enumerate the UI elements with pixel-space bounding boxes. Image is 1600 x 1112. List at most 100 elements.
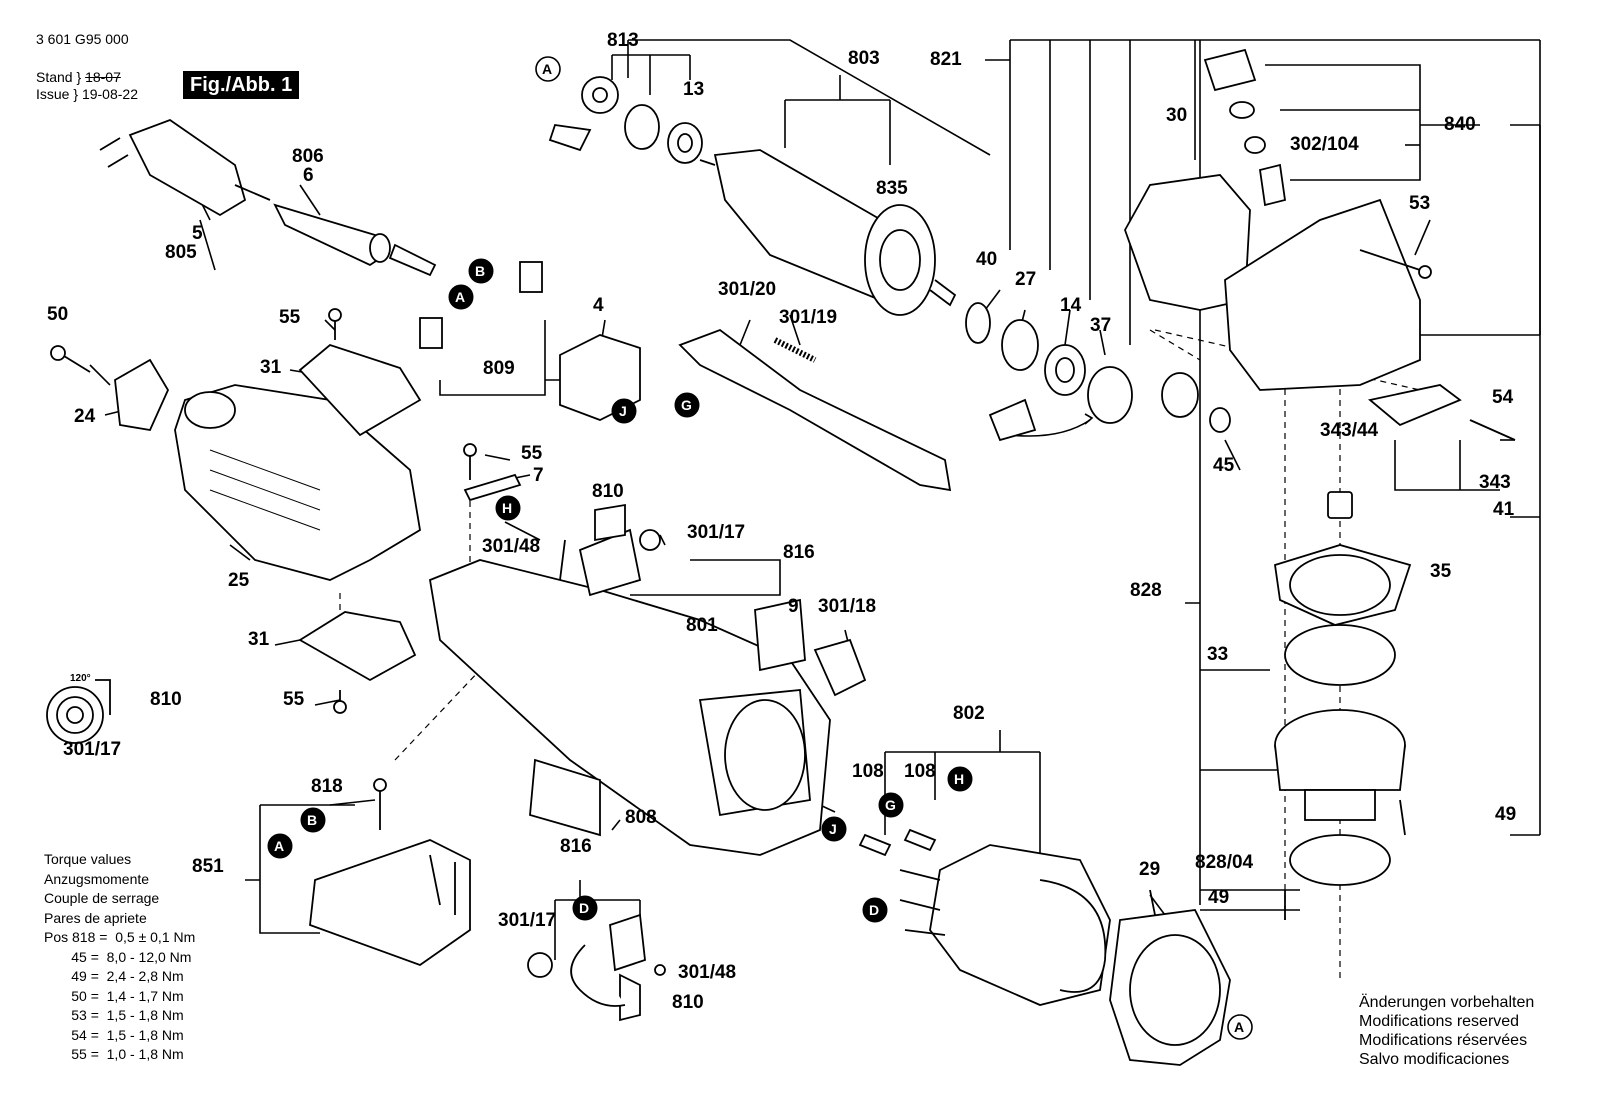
part-27: 27 (1015, 269, 1037, 290)
torque-title-fr: Couple de serrage (44, 890, 160, 906)
part-805: 805 (165, 242, 197, 263)
torque-row: 49 = 2,4 - 2,8 Nm (44, 968, 184, 984)
part-54: 54 (1492, 387, 1514, 408)
part-802: 802 (953, 703, 985, 724)
part-301-17-upper: 301/17 (687, 522, 746, 543)
part-108-b: 108 (904, 761, 936, 782)
part-31-bottom: 31 (248, 629, 270, 650)
marker-h-coil: H (954, 771, 965, 787)
part-40: 40 (976, 249, 998, 270)
part-851: 851 (192, 856, 224, 877)
revision-block: Stand } 18-07 Issue } 19-08-22 (36, 69, 138, 102)
cord-guard (273, 203, 387, 267)
torque-row: 55 = 1,0 - 1,8 Nm (44, 1046, 184, 1062)
part-55-bottom: 55 (283, 689, 305, 710)
part-29: 29 (1139, 859, 1161, 880)
part-49-lower: 49 (1208, 887, 1230, 908)
switch-rod (678, 328, 952, 492)
cover-31-bottom (298, 611, 417, 682)
part-803: 803 (848, 48, 880, 69)
part-816-upper: 816 (783, 542, 815, 563)
note-fr: Modifications réservées (1359, 1032, 1528, 1049)
modification-notes: Änderungen vorbehalten Modifications res… (1359, 993, 1534, 1069)
torque-row: 53 = 1,5 - 1,8 Nm (44, 1007, 184, 1023)
torque-title-de: Anzugsmomente (44, 870, 150, 887)
part-5: 5 (192, 223, 203, 244)
torque-values-table: Torque values Anzugsmomente Couple de se… (44, 850, 195, 1065)
note-de: Änderungen vorbehalten (1359, 994, 1535, 1011)
marker-a-bottom: A (1234, 1019, 1245, 1035)
part-13: 13 (683, 79, 705, 100)
stand-date: 18-07 (85, 69, 121, 85)
note-es: Salvo modificaciones (1359, 1051, 1510, 1068)
part-816-lower: 816 (560, 836, 592, 857)
part-840: 840 (1444, 114, 1476, 135)
part-37: 37 (1090, 315, 1112, 336)
note-en: Modifications reserved (1359, 1013, 1520, 1030)
electronics-module (309, 839, 471, 967)
cover-31-top (298, 343, 422, 437)
part-810-upper: 810 (592, 481, 624, 502)
marker-a-base: A (274, 838, 285, 854)
part-41: 41 (1493, 499, 1515, 520)
issue-label: Issue (36, 86, 70, 102)
part-9: 9 (788, 596, 799, 617)
part-301-17-lower: 301/17 (498, 910, 557, 931)
part-301-20: 301/20 (718, 279, 777, 300)
part-53: 53 (1409, 193, 1431, 214)
marker-d-lower: D (579, 900, 590, 916)
issue-date: 19-08-22 (81, 86, 138, 102)
armature (713, 149, 891, 302)
part-25: 25 (228, 570, 250, 591)
part-835: 835 (876, 178, 908, 199)
part-808: 808 (625, 807, 657, 828)
marker-d-coil: D (869, 902, 880, 918)
torque-row: 50 = 1,4 - 1,7 Nm (44, 987, 184, 1004)
part-801: 801 (686, 615, 718, 636)
part-343-44: 343/44 (1320, 420, 1379, 441)
torque-row: 45 = 8,0 - 12,0 Nm (44, 948, 192, 965)
marker-h-upper: H (502, 500, 513, 516)
part-806: 806 (292, 146, 324, 167)
part-301-48-upper: 301/48 (482, 536, 541, 557)
part-31-top: 31 (260, 357, 282, 378)
marker-g-switch: G (681, 397, 692, 413)
part-301-18: 301/18 (818, 596, 877, 617)
part-818: 818 (311, 776, 343, 797)
gear-housing (1224, 198, 1421, 391)
part-301-19: 301/19 (779, 307, 838, 328)
part-24: 24 (74, 406, 96, 427)
marker-a-cord: A (455, 289, 466, 305)
part-49-right: 49 (1495, 804, 1517, 825)
part-821: 821 (930, 49, 962, 70)
part-343: 343 (1479, 472, 1511, 493)
part-809: 809 (483, 358, 515, 379)
part-810-left: 810 (150, 689, 182, 710)
angle-label: 120° (70, 673, 91, 684)
switch-lever (114, 358, 170, 432)
part-50: 50 (47, 304, 69, 325)
torque-row: 54 = 1,5 - 1,8 Nm (44, 1026, 184, 1043)
part-302-104: 302/104 (1290, 134, 1359, 155)
marker-a-top: A (542, 61, 553, 77)
part-6: 6 (303, 165, 314, 186)
torque-title-en: Torque values (44, 851, 132, 867)
marker-b-base: B (307, 812, 318, 828)
marker-b-cord: B (475, 263, 486, 279)
part-4: 4 (593, 295, 604, 316)
switch-block (559, 334, 641, 421)
part-55-top: 55 (279, 307, 301, 328)
part-35: 35 (1430, 561, 1452, 582)
connector-markers (267, 56, 1253, 1040)
part-810-lower: 810 (672, 992, 704, 1013)
marker-j-coil: J (829, 821, 837, 837)
part-108-a: 108 (852, 761, 884, 782)
part-301-48-lower: 301/48 (678, 962, 737, 983)
part-33: 33 (1207, 644, 1229, 665)
torque-row: Pos 818 = 0,5 ± 0,1 Nm (44, 929, 196, 945)
part-30: 30 (1166, 105, 1188, 126)
part-45: 45 (1213, 455, 1235, 476)
figure-tag: Fig./Abb. 1 (183, 71, 300, 99)
